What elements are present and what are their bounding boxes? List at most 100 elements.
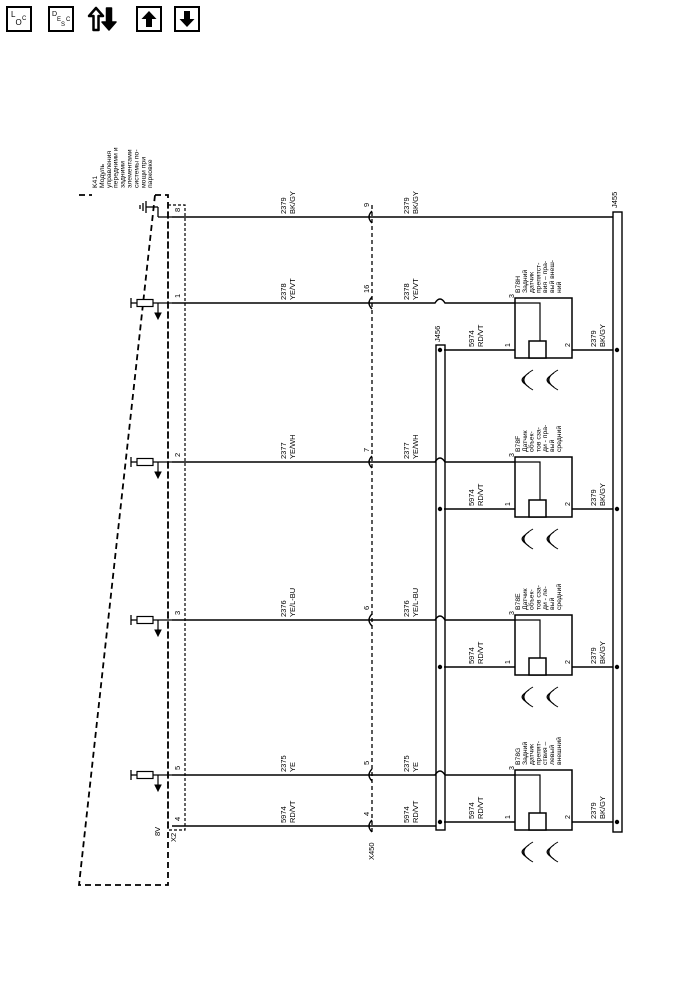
inline-connector-label: X450 (367, 842, 376, 860)
desc-glyph: D (52, 11, 57, 18)
sensor-pin-label: 2 (565, 815, 572, 819)
page-up-button[interactable] (136, 6, 162, 32)
module-label: Модуль (99, 163, 106, 188)
sensor-label: B78G (515, 748, 522, 765)
module-label: парковке (147, 159, 154, 188)
sensor-label: ди - ле- (542, 586, 549, 610)
sensor-label: Задний (521, 742, 529, 765)
wire-number-label: 2378 (279, 283, 288, 300)
wire-number-label: 2377 (402, 442, 411, 459)
wire-number-label: 5974 (467, 802, 476, 819)
desc-glyph: C (66, 17, 71, 23)
arrow-down-icon (179, 11, 195, 27)
wire-color-label: RD/VT (476, 796, 485, 819)
inline-pin-label: 16 (362, 285, 371, 293)
inline-connector-pin (366, 455, 373, 469)
module-pin-label: 4 (173, 817, 182, 821)
module-connector-label: X2 (169, 833, 178, 842)
wire-number-label: 2379 (589, 802, 598, 819)
wire-sensor-signal (372, 457, 515, 463)
module-pin-label: 2 (173, 453, 182, 457)
module-voltage-label: 8V (153, 827, 162, 836)
loc-glyph: C (22, 16, 27, 22)
resistor-icon (136, 298, 154, 308)
sensor-pin-label: 1 (505, 815, 512, 819)
sensor-label: B78E (515, 593, 522, 610)
sensor-label: препят- (535, 741, 542, 765)
connector-up-down-icon (87, 6, 117, 32)
splice-dot (437, 347, 443, 353)
wire-number-label: 2379 (589, 489, 598, 506)
sensor-element-icon (528, 657, 547, 676)
wire-sensor-signal (372, 298, 515, 304)
splice-j455 (612, 211, 623, 833)
resistor-icon (136, 457, 154, 467)
page-down-button[interactable] (174, 6, 200, 32)
inline-connector-pin (366, 768, 373, 782)
wire-color-label: YE/VT (288, 278, 297, 300)
wire-color-label: BK/GY (598, 641, 607, 664)
sensor-label: датчик (529, 744, 536, 765)
toolbar: L O C D E S C (0, 0, 700, 40)
splice-dot (614, 347, 620, 353)
wire-number-label: 2376 (402, 600, 411, 617)
loc-glyph: O (16, 18, 22, 27)
wire-sensor-signal (372, 615, 515, 621)
wire-color-label: BK/GY (598, 483, 607, 506)
sensor-label: Датчик (522, 588, 529, 610)
wire-number-label: 5974 (279, 806, 288, 823)
wire-color-label: RD/VT (476, 483, 485, 506)
sensor-label: Датчик (522, 430, 529, 452)
module-label: K41 (92, 176, 99, 188)
sensor-label: вый (548, 440, 556, 452)
sensor-label: левый (548, 745, 556, 765)
sensor-pin-label: 1 (505, 502, 512, 506)
module-label: элементами (127, 149, 134, 188)
wire-color-label: RD/VT (411, 800, 420, 823)
sensor-internal-wire (515, 461, 541, 500)
wire-number-label: 2379 (589, 647, 598, 664)
loc-glyph: L (11, 10, 16, 19)
inline-connector-pin (366, 819, 373, 833)
sensor-pin-label: 2 (565, 343, 572, 347)
splice-dot (614, 506, 620, 512)
wire-color-label: BK/GY (598, 324, 607, 347)
connector-button[interactable] (86, 4, 120, 34)
connector-x2-box (167, 204, 186, 831)
sensor-label: объек- (528, 589, 536, 610)
sensor-label: вый (548, 598, 556, 610)
sensor-pin-label: 2 (565, 660, 572, 664)
wire-number-label: 2379 (279, 197, 288, 214)
down-arrow-icon (154, 629, 162, 638)
wire-color-label: RD/VT (288, 800, 297, 823)
wire-color-label: RD/VT (476, 324, 485, 347)
wire-color-label: BK/GY (288, 191, 297, 214)
wire-sensor-signal (372, 770, 515, 776)
sensor-label: вый внеш- (548, 260, 556, 293)
module-pin-label: 8 (173, 208, 182, 212)
wire-number-label: 2377 (279, 442, 288, 459)
down-arrow-icon (154, 312, 162, 321)
down-arrow-icon (154, 471, 162, 480)
sensor-pin-label: 3 (509, 453, 516, 457)
description-button[interactable]: D E S C (48, 6, 74, 32)
wire-number-label: 2376 (279, 600, 288, 617)
wire-number-label: 5974 (467, 330, 476, 347)
splice-j455-label: J455 (610, 192, 619, 208)
sensor-label: внешний (555, 737, 563, 765)
inline-pin-label: 5 (362, 761, 371, 765)
wire-color-label: BK/GY (598, 796, 607, 819)
wire-number-label: 2375 (279, 755, 288, 772)
sensor-label: объек- (528, 431, 536, 452)
splice-j456 (435, 344, 446, 831)
sensor-label: вия – пра- (542, 261, 549, 293)
splice-dot (614, 819, 620, 825)
sensor-element-icon (528, 499, 547, 518)
sensor-label: тов сза- (535, 585, 542, 610)
location-button[interactable]: L O C (6, 6, 32, 32)
splice-dot (614, 664, 620, 670)
wire-number-label: 2378 (402, 283, 411, 300)
sensor-label: ди - пра- (542, 425, 549, 452)
inline-connector-pin (366, 613, 373, 627)
